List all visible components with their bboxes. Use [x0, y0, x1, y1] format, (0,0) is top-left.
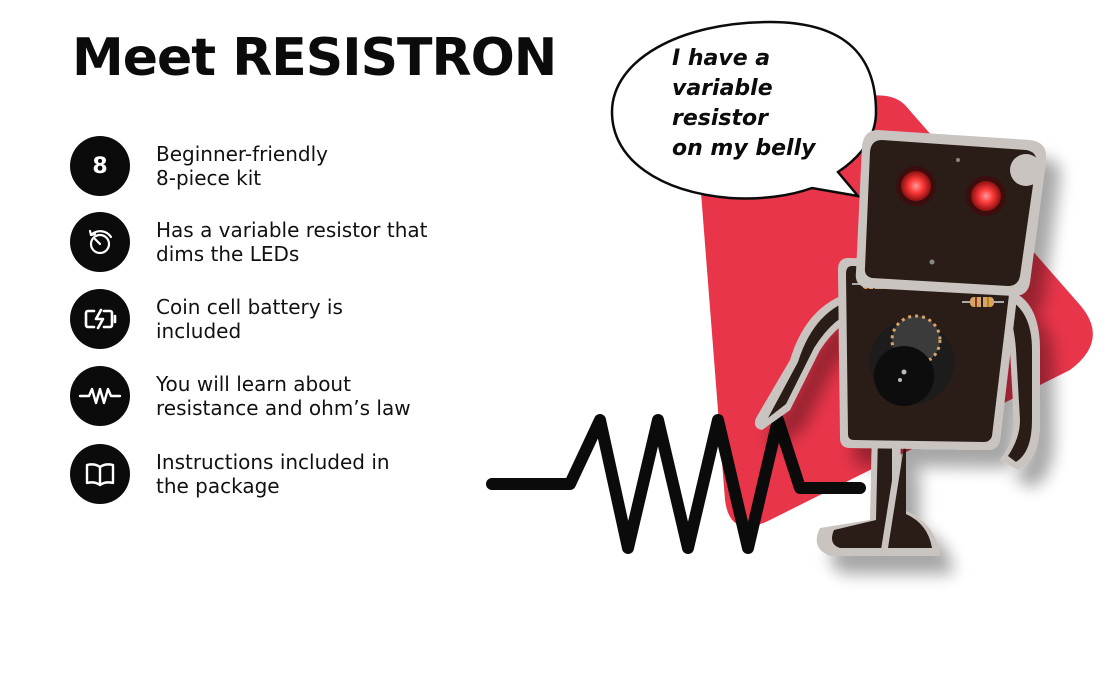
badge-number: 8 — [92, 153, 108, 179]
bubble-line: on my belly — [672, 136, 816, 161]
bubble-line: resistor — [672, 106, 768, 131]
feature-line: Coin cell battery is — [156, 295, 343, 319]
feature-text: Has a variable resistor that dims the LE… — [156, 218, 427, 266]
feature-item-battery: Coin cell battery is included — [70, 289, 510, 349]
feature-item-kit: 8 Beginner-friendly 8-piece kit — [70, 136, 510, 196]
potentiometer-knob — [870, 314, 954, 406]
speech-bubble-text: I have a variable resistor on my belly — [672, 44, 842, 164]
feature-line: 8-piece kit — [156, 166, 262, 190]
feature-line: the package — [156, 474, 280, 498]
bubble-line: I have a — [672, 46, 771, 71]
book-icon — [70, 444, 130, 504]
number-8-icon: 8 — [70, 136, 130, 196]
feature-line: Beginner-friendly — [156, 142, 328, 166]
feature-line: resistance and ohm’s law — [156, 396, 411, 420]
feature-line: Instructions included in — [156, 450, 390, 474]
resistor-component — [962, 297, 1004, 307]
feature-item-instructions: Instructions included in the package — [70, 444, 510, 504]
robot — [754, 130, 1047, 556]
knob-rotate-icon — [70, 212, 130, 272]
resistor-icon — [70, 366, 130, 426]
speech-bubble — [610, 20, 878, 200]
feature-line: dims the LEDs — [156, 242, 300, 266]
feature-line: included — [156, 319, 242, 343]
feature-text: Coin cell battery is included — [156, 295, 343, 343]
feature-text: You will learn about resistance and ohm’… — [156, 372, 411, 420]
feature-item-variable-resistor: Has a variable resistor that dims the LE… — [70, 212, 510, 272]
feature-text: Instructions included in the package — [156, 450, 390, 498]
bubble-line: variable — [672, 76, 773, 101]
page-title: Meet RESISTRON — [72, 28, 557, 88]
feature-line: You will learn about — [156, 372, 351, 396]
feature-text: Beginner-friendly 8-piece kit — [156, 142, 328, 190]
feature-line: Has a variable resistor that — [156, 218, 428, 242]
feature-item-ohms-law: You will learn about resistance and ohm’… — [70, 366, 510, 426]
resistor-zigzag — [486, 414, 866, 554]
battery-charging-icon — [70, 289, 130, 349]
